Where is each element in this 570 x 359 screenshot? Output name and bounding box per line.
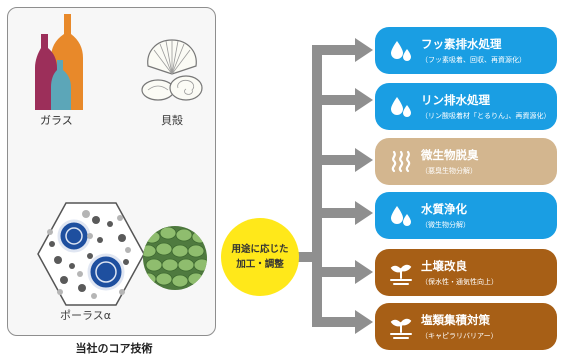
application-subtitle: （保水性・通気性向上） <box>421 278 498 286</box>
application-fluorine-wastewater: フッ素排水処理 （フッ素吸着、回収、再資源化） <box>375 27 557 74</box>
application-title: フッ素排水処理 <box>421 37 502 51</box>
application-water-purification: 水質浄化 （微生物分解） <box>375 192 557 239</box>
application-subtitle: （悪臭生物分解） <box>421 167 477 175</box>
porous-alpha-label: ポーラスα <box>60 309 112 322</box>
application-phosphorus-wastewater: リン排水処理 （リン酸吸着材「とるりん」、再資源化） <box>375 83 557 130</box>
application-subtitle: （フッ素吸着、回収、再資源化） <box>421 56 526 64</box>
processing-circle: 用途に応じた 加工・調整 <box>221 218 299 296</box>
porous-granules-photo <box>143 226 207 290</box>
application-subtitle: （キャピラリバリアー） <box>421 332 498 340</box>
glass-bottles-icon <box>35 14 83 110</box>
application-title: 水質浄化 <box>421 202 467 216</box>
porous-particle-icon <box>37 202 145 306</box>
core-technology-caption: 当社のコア技術 <box>75 342 153 355</box>
core-technology-box <box>7 7 216 336</box>
shell-label: 貝殻 <box>161 114 183 127</box>
application-soil-improvement: 土壌改良 （保水性・通気性向上） <box>375 249 557 296</box>
application-subtitle: （リン酸吸着材「とるりん」、再資源化） <box>421 112 551 120</box>
application-microbial-deodorization: 微生物脱臭 （悪臭生物分解） <box>375 138 557 185</box>
odor-waves-icon <box>391 150 411 173</box>
water-drops-icon <box>391 97 411 117</box>
application-salt-accumulation: 塩類集積対策 （キャピラリバリアー） <box>375 303 557 350</box>
application-title: リン排水処理 <box>421 93 490 107</box>
application-title: 微生物脱臭 <box>421 148 479 162</box>
sprout-icon <box>390 264 412 285</box>
application-subtitle: （微生物分解） <box>421 221 470 229</box>
application-title: 土壌改良 <box>421 259 467 273</box>
water-drops-icon <box>391 41 411 61</box>
sprout-icon <box>390 318 412 339</box>
application-title: 塩類集積対策 <box>421 313 490 327</box>
water-drops-icon <box>391 206 411 226</box>
process-line-2: 加工・調整 <box>236 259 284 270</box>
glass-label: ガラス <box>40 114 73 127</box>
process-line-1: 用途に応じた <box>231 243 289 255</box>
shells-icon <box>141 39 203 101</box>
